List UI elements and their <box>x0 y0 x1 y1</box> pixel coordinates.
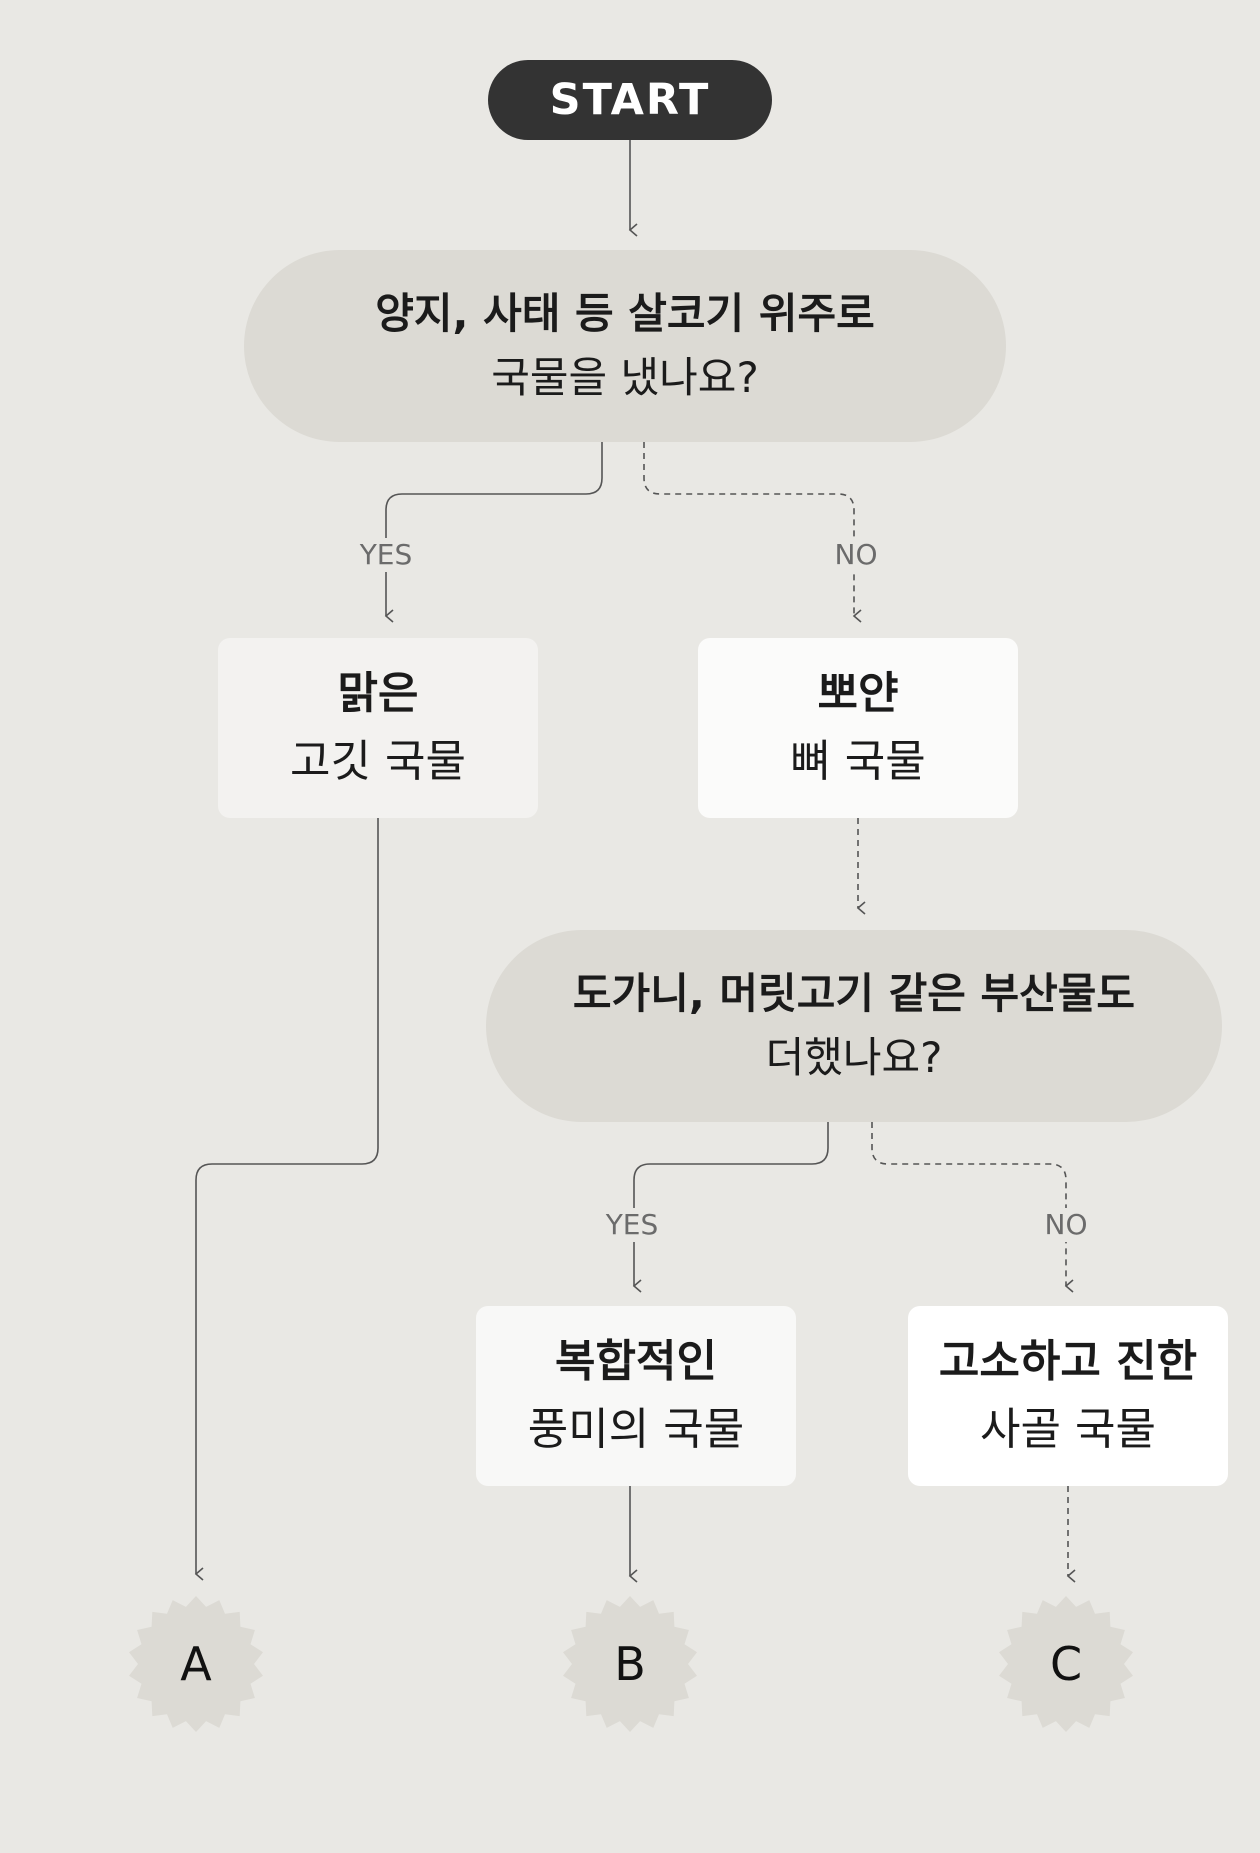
question-1-node: 양지, 사태 등 살코기 위주로 국물을 냈나요? <box>244 250 1006 442</box>
question-2-line-1: 도가니, 머릿고기 같은 부산물도 <box>572 969 1136 1018</box>
badge-c: C <box>996 1594 1136 1734</box>
edge-q1-yes <box>384 442 603 623</box>
starburst-shape <box>129 1596 263 1732</box>
result-clear-broth: 맑은 고깃 국물 <box>218 638 538 818</box>
q2-no-label: NO <box>1006 1208 1126 1242</box>
edge-q2-no <box>871 1122 1074 1293</box>
question-2-node: 도가니, 머릿고기 같은 부산물도 더했나요? <box>486 930 1222 1122</box>
result-clear-line-1: 맑은 <box>337 668 419 719</box>
result-rich-line-2: 사골 국물 <box>980 1404 1156 1455</box>
badge-b-label: B <box>614 1637 646 1691</box>
q1-yes-label: YES <box>326 538 446 572</box>
edge-clear-a <box>194 818 379 1581</box>
question-1-line-1: 양지, 사태 등 살코기 위주로 <box>375 289 875 338</box>
result-clear-line-2: 고깃 국물 <box>290 736 466 787</box>
starburst-shape <box>563 1596 697 1732</box>
result-complex-line-2: 풍미의 국물 <box>527 1404 745 1455</box>
badge-a-label: A <box>180 1637 212 1691</box>
question-2-line-2: 더했나요? <box>765 1033 943 1082</box>
starburst-shape <box>999 1596 1133 1732</box>
question-1-line-2: 국물을 냈나요? <box>491 353 759 402</box>
edge-q1-no <box>643 442 862 623</box>
result-complex-line-1: 복합적인 <box>555 1336 717 1387</box>
result-rich-line-1: 고소하고 진한 <box>938 1336 1198 1387</box>
badge-a: A <box>126 1594 266 1734</box>
badge-c-starburst-icon <box>999 1596 1133 1732</box>
result-milky-broth: 뽀얀 뼈 국물 <box>698 638 1018 818</box>
start-node: START <box>488 60 772 140</box>
result-complex-broth: 복합적인 풍미의 국물 <box>476 1306 796 1486</box>
badge-a-starburst-icon <box>129 1596 263 1732</box>
badge-b: B <box>560 1594 700 1734</box>
badge-c-label: C <box>1049 1637 1083 1691</box>
badge-b-starburst-icon <box>563 1596 697 1732</box>
result-milky-line-1: 뽀얀 <box>817 668 899 719</box>
start-label: START <box>549 75 711 125</box>
q1-no-label: NO <box>796 538 916 572</box>
result-milky-line-2: 뼈 국물 <box>790 736 926 787</box>
q2-yes-label: YES <box>572 1208 692 1242</box>
result-rich-broth: 고소하고 진한 사골 국물 <box>908 1306 1228 1486</box>
edge-q2-yes <box>632 1122 829 1293</box>
